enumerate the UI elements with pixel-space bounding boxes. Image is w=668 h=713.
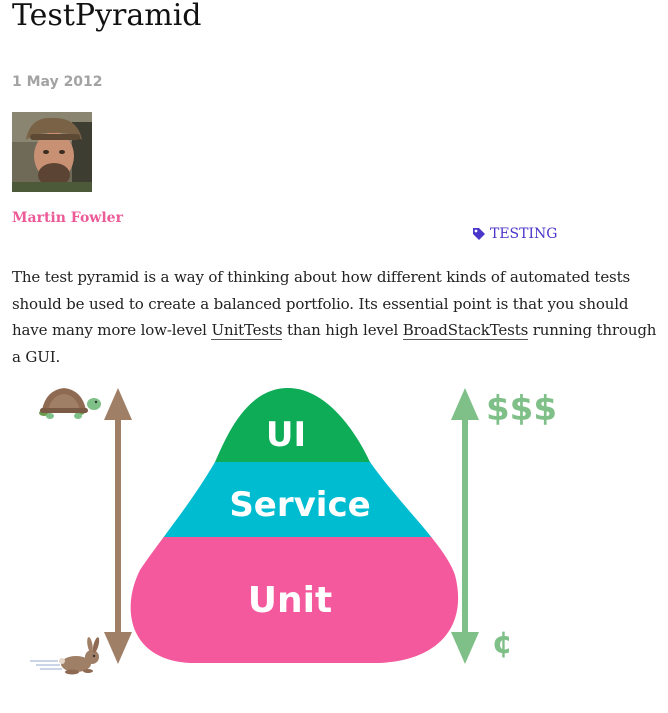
layer-label-service: Service	[229, 485, 370, 525]
cost-low-label: ¢	[492, 626, 513, 661]
speed-arrow	[104, 388, 132, 664]
paragraph-text-1: The test pyramid is a way of thinking ab…	[12, 268, 631, 339]
cost-arrow	[451, 388, 479, 664]
tag-icon	[473, 228, 485, 240]
paragraph-text-2: than high level	[282, 321, 403, 339]
page-title: TestPyramid	[12, 0, 202, 33]
rabbit-icon	[30, 637, 100, 675]
publish-date: 1 May 2012	[12, 74, 103, 90]
tag-testing-link[interactable]: TESTING	[472, 226, 557, 242]
layer-label-ui: UI	[266, 415, 306, 455]
article-paragraph: The test pyramid is a way of thinking ab…	[12, 264, 662, 370]
author-link[interactable]: Martin Fowler	[12, 210, 123, 226]
unit-tests-link[interactable]: UnitTests	[211, 321, 283, 340]
test-pyramid-diagram: UI Service Unit $$$ ¢	[30, 388, 557, 675]
layer-label-unit: Unit	[248, 580, 332, 621]
cost-high-label: $$$	[486, 389, 557, 429]
author-avatar[interactable]	[12, 112, 92, 192]
paragraph-text-3: running through a GUI.	[12, 321, 657, 366]
pyramid-layer-unit	[130, 537, 459, 663]
broad-stack-tests-link[interactable]: BroadStackTests	[402, 321, 529, 340]
turtle-icon	[39, 388, 101, 419]
tag-label: TESTING	[490, 226, 558, 242]
